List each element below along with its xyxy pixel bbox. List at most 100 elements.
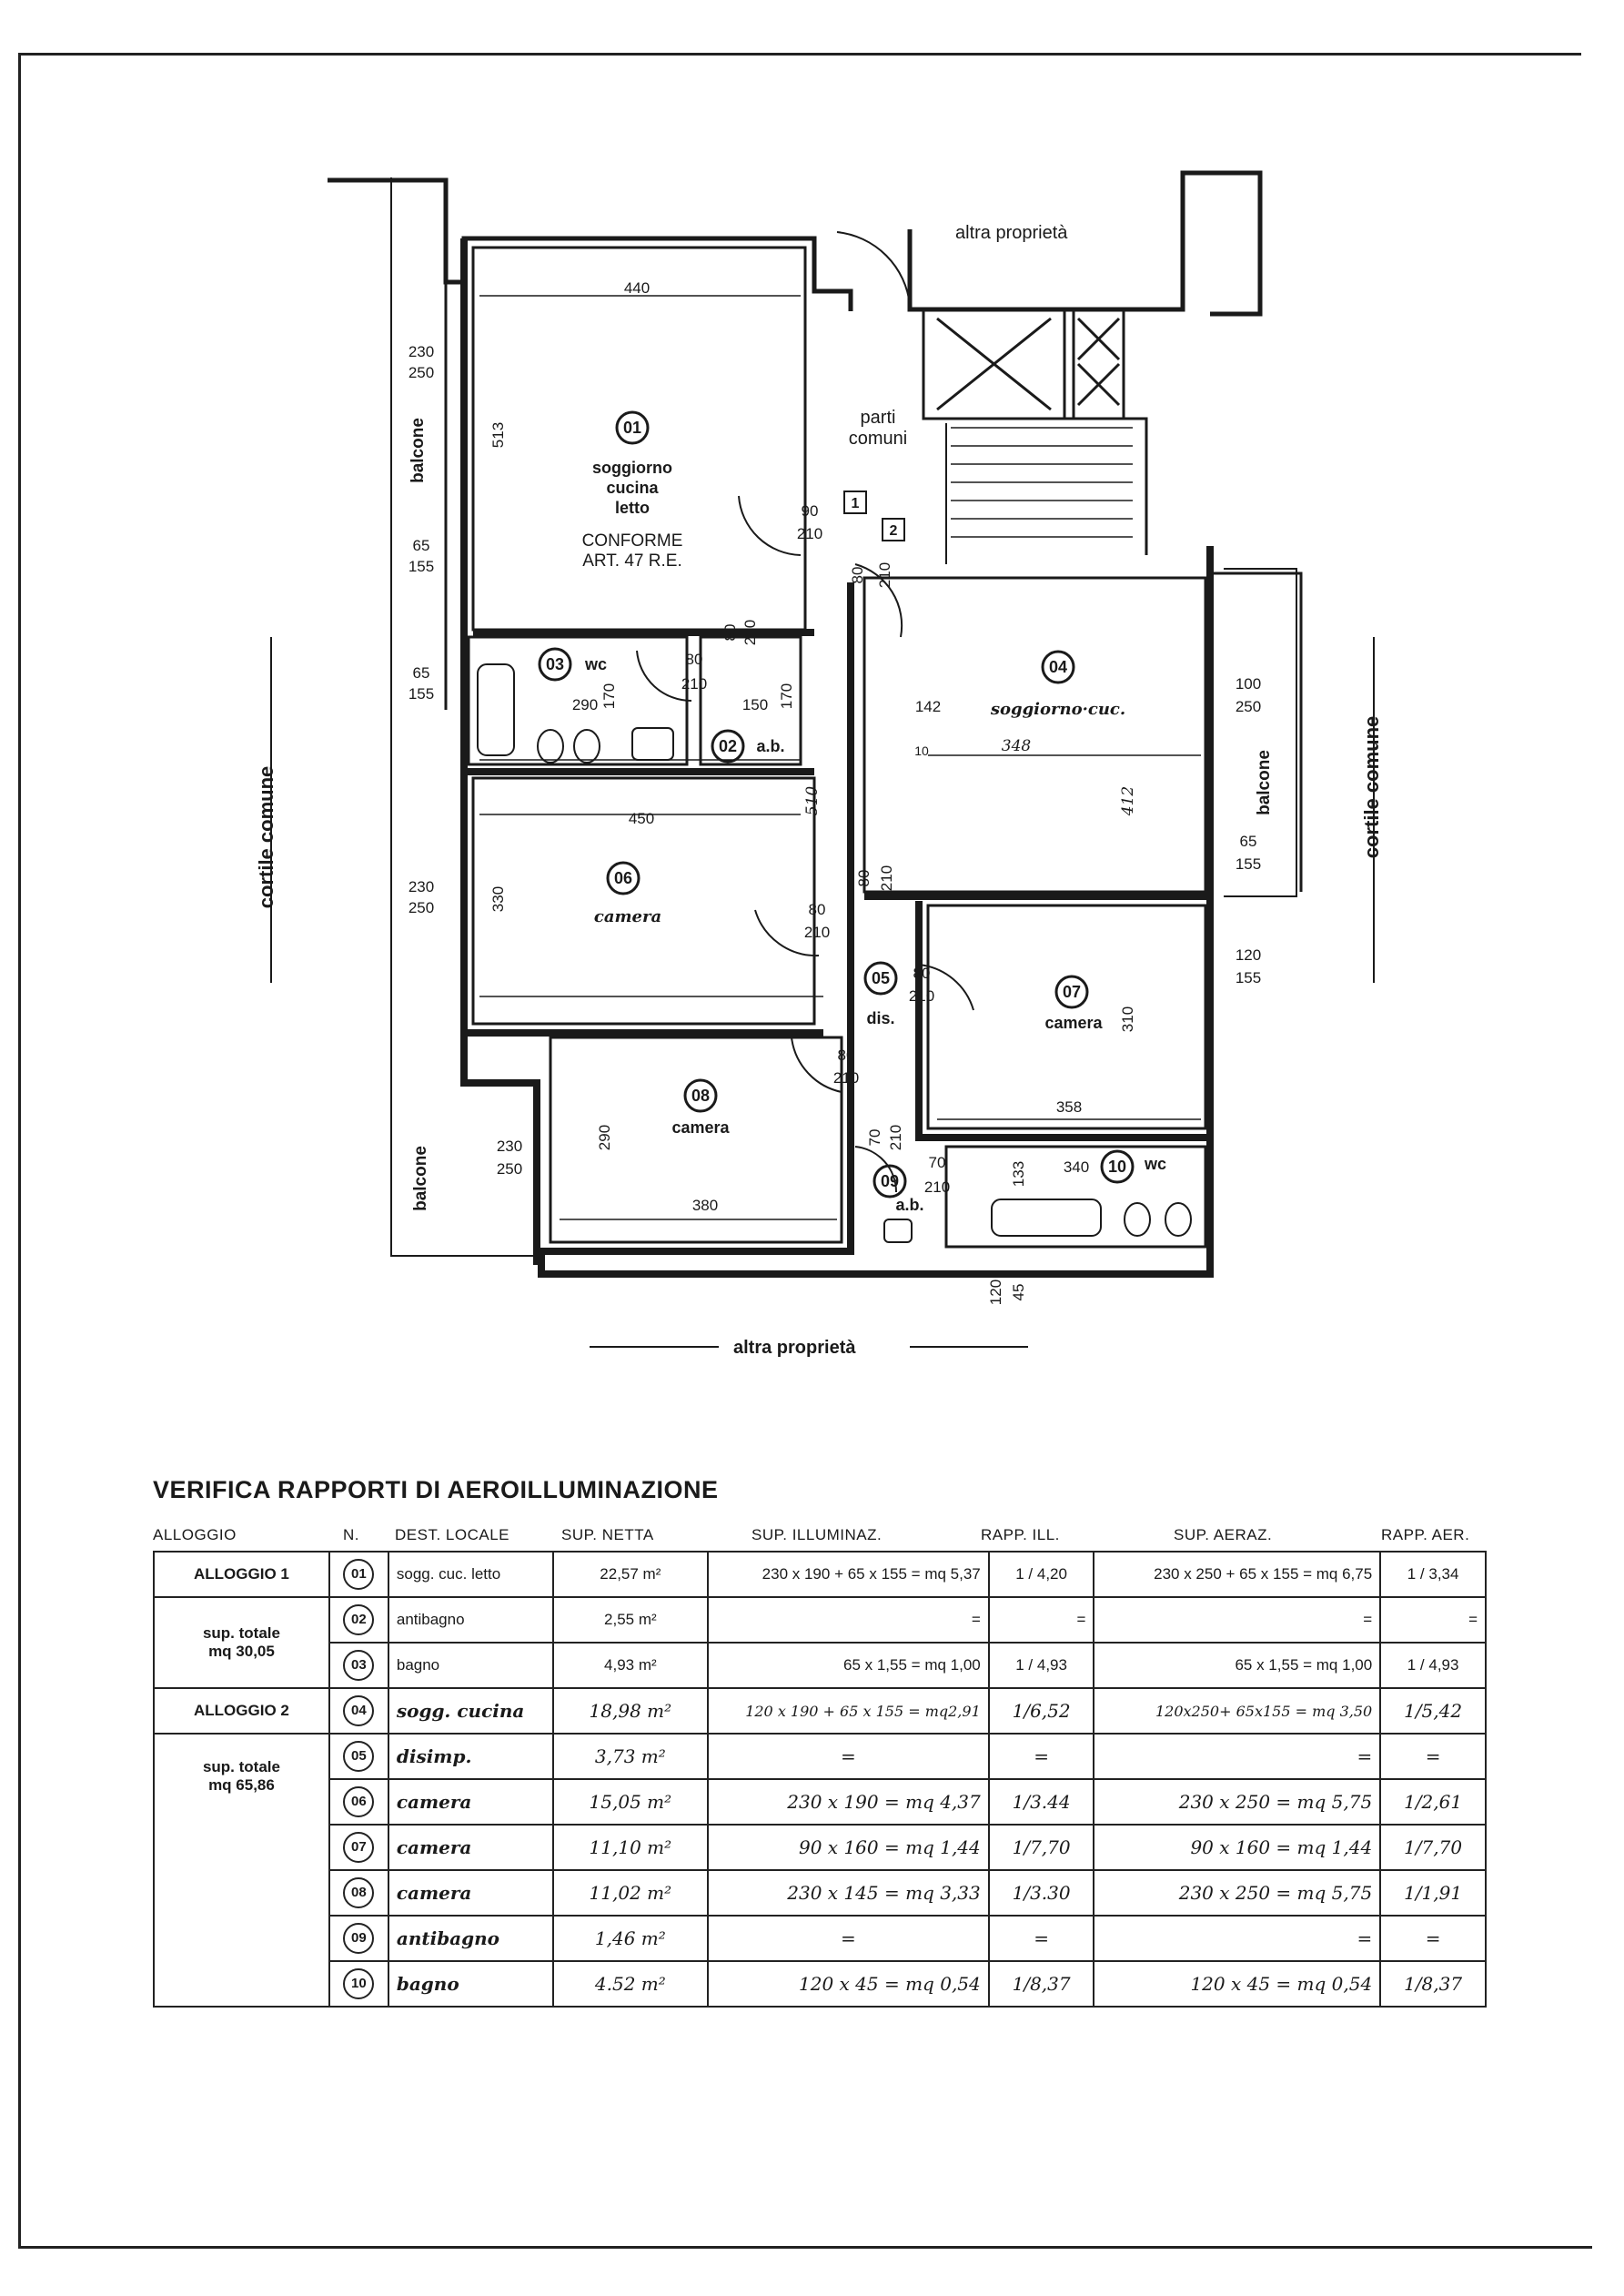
dim-142: 142 [915, 698, 941, 715]
dest-locale: sogg. cuc. letto [387, 1551, 554, 1598]
label-balcone-left-bottom: balcone [411, 1146, 430, 1211]
dim-65-a: 65 [413, 537, 430, 554]
row-number: 06 [328, 1778, 389, 1826]
row-number: 05 [328, 1733, 389, 1780]
sup-netta: 22,57 m² [551, 1551, 710, 1598]
marker-1: 1 [852, 496, 860, 511]
marker-2: 2 [890, 523, 898, 539]
sheet-frame-bottom [18, 2246, 1592, 2249]
dim-310: 310 [1119, 1006, 1136, 1032]
rapp-ill: = [987, 1733, 1095, 1780]
room-08-name: camera [671, 1118, 730, 1137]
dim-70-a: 70 [866, 1129, 883, 1147]
dim-90: 90 [802, 502, 819, 520]
table-title: VERIFICA RAPPORTI DI AEROILLUMINAZIONE [153, 1476, 719, 1503]
dim-290-b: 290 [596, 1125, 613, 1150]
dest-locale: sogg. cucina [387, 1687, 554, 1735]
dest-locale: disimp. [387, 1733, 554, 1780]
sup-netta: 1,46 m² [551, 1915, 710, 1962]
number-badge: 03 [343, 1650, 375, 1681]
room-07-name: camera [1044, 1014, 1103, 1032]
table-row: 03 bagno 4,93 m² 65 x 1,55 = mq 1,00 1 /… [154, 1642, 1487, 1689]
sup-illuminaz: 230 x 190 = mq 4,37 [707, 1778, 990, 1826]
room-09-num: 09 [881, 1172, 899, 1190]
room-04-num: 04 [1049, 658, 1067, 676]
header-dest: DEST. LOCALE [395, 1526, 509, 1543]
rapp-ill: 1/8,37 [987, 1960, 1095, 2008]
rapp-aer: 1/7,70 [1379, 1824, 1487, 1871]
sup-netta: 11,10 m² [551, 1824, 710, 1871]
group-sup-totale-1: sup. totale mq 30,05 [153, 1596, 330, 1689]
row-number: 07 [328, 1824, 389, 1871]
rapp-aer: 1 / 3,34 [1379, 1551, 1487, 1598]
room-06-num: 06 [614, 869, 632, 887]
dim-155-c: 155 [1236, 855, 1261, 873]
dim-45: 45 [1010, 1284, 1027, 1301]
dim-80-a: 80 [686, 651, 703, 668]
dim-380: 380 [692, 1197, 718, 1214]
rapp-ill: 1 / 4,93 [987, 1642, 1095, 1689]
dim-250-b: 250 [1236, 698, 1261, 715]
dim-80-d: 80 [855, 870, 873, 887]
number-badge: 04 [343, 1695, 375, 1726]
table-row: ALLOGGIO 2 04 sogg. cucina 18,98 m² 120 … [153, 1687, 1487, 1735]
dim-210-i: 210 [887, 1125, 904, 1150]
label-altra-proprieta-bottom: altra proprietà [733, 1338, 856, 1358]
dest-locale: camera [387, 1778, 554, 1826]
dim-10: 10 [914, 743, 929, 758]
room-03-name: wc [584, 655, 607, 673]
dim-513: 513 [489, 422, 507, 448]
dim-290: 290 [572, 696, 598, 713]
number-badge: 02 [343, 1604, 375, 1635]
sup-illuminaz: 90 x 160 = mq 1,44 [707, 1824, 990, 1871]
dim-80-b: 80 [721, 624, 739, 642]
sheet-frame-left [18, 53, 21, 2246]
sup-aeraz: = [1093, 1596, 1382, 1644]
room-09-name: a.b. [895, 1196, 923, 1214]
number-badge: 10 [343, 1968, 375, 1999]
dest-locale: antibagno [387, 1915, 554, 1962]
number-badge: 06 [343, 1786, 375, 1817]
dim-210-e: 210 [878, 865, 895, 891]
label-balcone-right: balcone [1255, 750, 1274, 815]
header-n: N. [343, 1526, 359, 1543]
room-05-name: dis. [866, 1009, 894, 1027]
room-02-name: a.b. [756, 737, 784, 755]
room-08-num: 08 [691, 1087, 710, 1105]
rapp-aer: = [1379, 1915, 1487, 1962]
dim-80-f: 80 [913, 965, 931, 982]
room-07-num: 07 [1063, 983, 1081, 1001]
dim-155-a: 155 [409, 558, 434, 575]
rapp-ill: 1/3.30 [987, 1869, 1095, 1917]
sup-aeraz: 230 x 250 + 65 x 155 = mq 6,75 [1093, 1551, 1382, 1598]
sup-aeraz: = [1093, 1733, 1382, 1780]
dest-locale: camera [387, 1869, 554, 1917]
dim-120-a: 120 [1236, 946, 1261, 964]
row-number: 02 [328, 1596, 389, 1644]
dim-250-a: 250 [409, 364, 434, 381]
header-alloggio: ALLOGGIO [153, 1526, 237, 1543]
room-05-num: 05 [872, 969, 890, 987]
number-badge: 05 [343, 1741, 375, 1772]
row-number: 10 [328, 1960, 389, 2008]
dim-133: 133 [1010, 1161, 1027, 1187]
row-number: 01 [328, 1551, 389, 1598]
table-row: 07 camera 11,10 m² 90 x 160 = mq 1,44 1/… [154, 1824, 1487, 1871]
dim-340: 340 [1064, 1158, 1089, 1176]
dim-230-b: 230 [409, 878, 434, 895]
table-row: 08 camera 11,02 m² 230 x 145 = mq 3,33 1… [154, 1869, 1487, 1917]
dim-155-d: 155 [1236, 969, 1261, 986]
room-01-num: 01 [623, 419, 641, 437]
row-number: 03 [328, 1642, 389, 1689]
dim-150: 150 [742, 696, 768, 713]
rapp-aer: 1/1,91 [1379, 1869, 1487, 1917]
dim-210-h: 210 [833, 1069, 859, 1087]
sup-aeraz: 65 x 1,55 = mq 1,00 [1093, 1642, 1382, 1689]
sup-netta: 15,05 m² [551, 1778, 710, 1826]
sup-aeraz: 120 x 45 = mq 0,54 [1093, 1960, 1382, 2008]
dim-65-c: 65 [1240, 833, 1257, 850]
rapp-ill: = [987, 1596, 1095, 1644]
header-sup-aeraz: SUP. AERAZ. [1174, 1526, 1273, 1543]
sup-illuminaz: = [707, 1915, 990, 1962]
